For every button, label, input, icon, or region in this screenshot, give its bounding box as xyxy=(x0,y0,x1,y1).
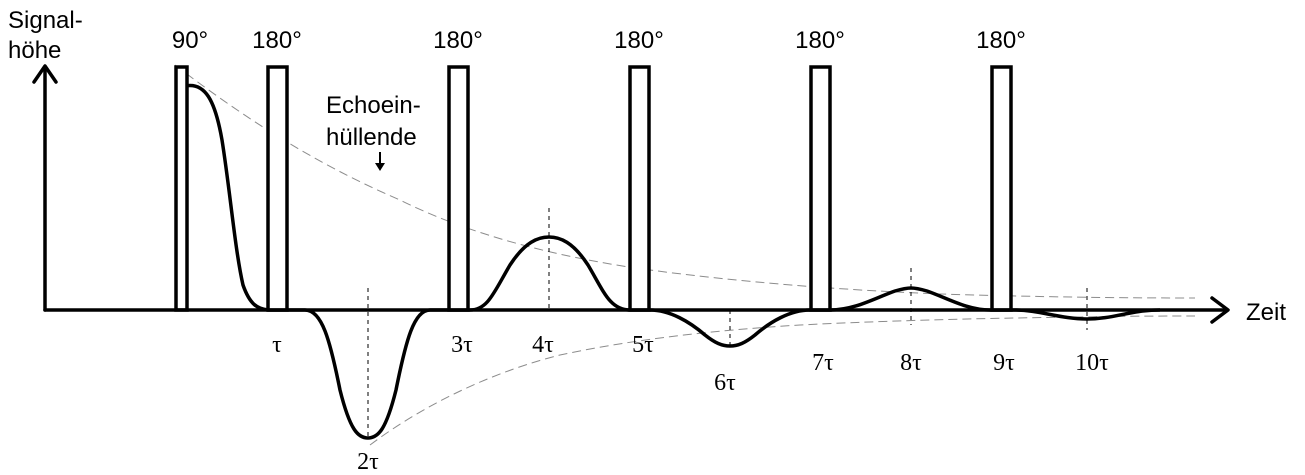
envelope-label-line-1: Echoein- xyxy=(326,92,421,119)
time-label-10tau: 10τ xyxy=(1075,350,1109,376)
pulse-90 xyxy=(174,65,189,312)
time-label-tau: τ xyxy=(272,332,282,358)
time-label-2tau: 2τ xyxy=(357,449,379,475)
pulse-label-90: 90° xyxy=(172,27,208,54)
time-label-3tau: 3τ xyxy=(451,332,473,358)
pulse-180-1 xyxy=(266,65,289,312)
time-label-4tau: 4τ xyxy=(532,332,554,358)
pulse-label-180-4: 180° xyxy=(795,27,845,54)
x-axis-label: Zeit xyxy=(1246,299,1286,326)
envelope-pointer-arrow xyxy=(375,152,385,171)
pulse-label-180-2: 180° xyxy=(433,27,483,54)
time-label-5tau: 5τ xyxy=(632,332,654,358)
pulse-180-5 xyxy=(990,65,1013,312)
rf-pulses xyxy=(174,65,1013,312)
y-axis-label-line-1: Signal- xyxy=(8,7,83,34)
pulse-180-4 xyxy=(809,65,832,312)
x-axis-arrowhead xyxy=(1210,296,1230,324)
time-label-7tau: 7τ xyxy=(812,350,834,376)
envelope-label-line-2: hüllende xyxy=(326,124,417,151)
axes xyxy=(32,64,1230,324)
time-label-6tau: 6τ xyxy=(714,370,736,396)
y-axis-arrowhead xyxy=(32,64,58,84)
pulse-180-2 xyxy=(447,65,470,312)
time-label-9tau: 9τ xyxy=(993,350,1015,376)
pulse-label-180-5: 180° xyxy=(976,27,1026,54)
pulse-label-180-3: 180° xyxy=(614,27,664,54)
envelope-lower-curve xyxy=(369,315,1196,446)
pulse-label-180-1: 180° xyxy=(252,27,302,54)
time-label-8tau: 8τ xyxy=(900,350,922,376)
echo-envelope xyxy=(174,64,1196,446)
echo-center-markers xyxy=(367,208,1088,440)
y-axis-label-line-2: höhe xyxy=(8,37,61,64)
pulse-180-3 xyxy=(628,65,651,312)
